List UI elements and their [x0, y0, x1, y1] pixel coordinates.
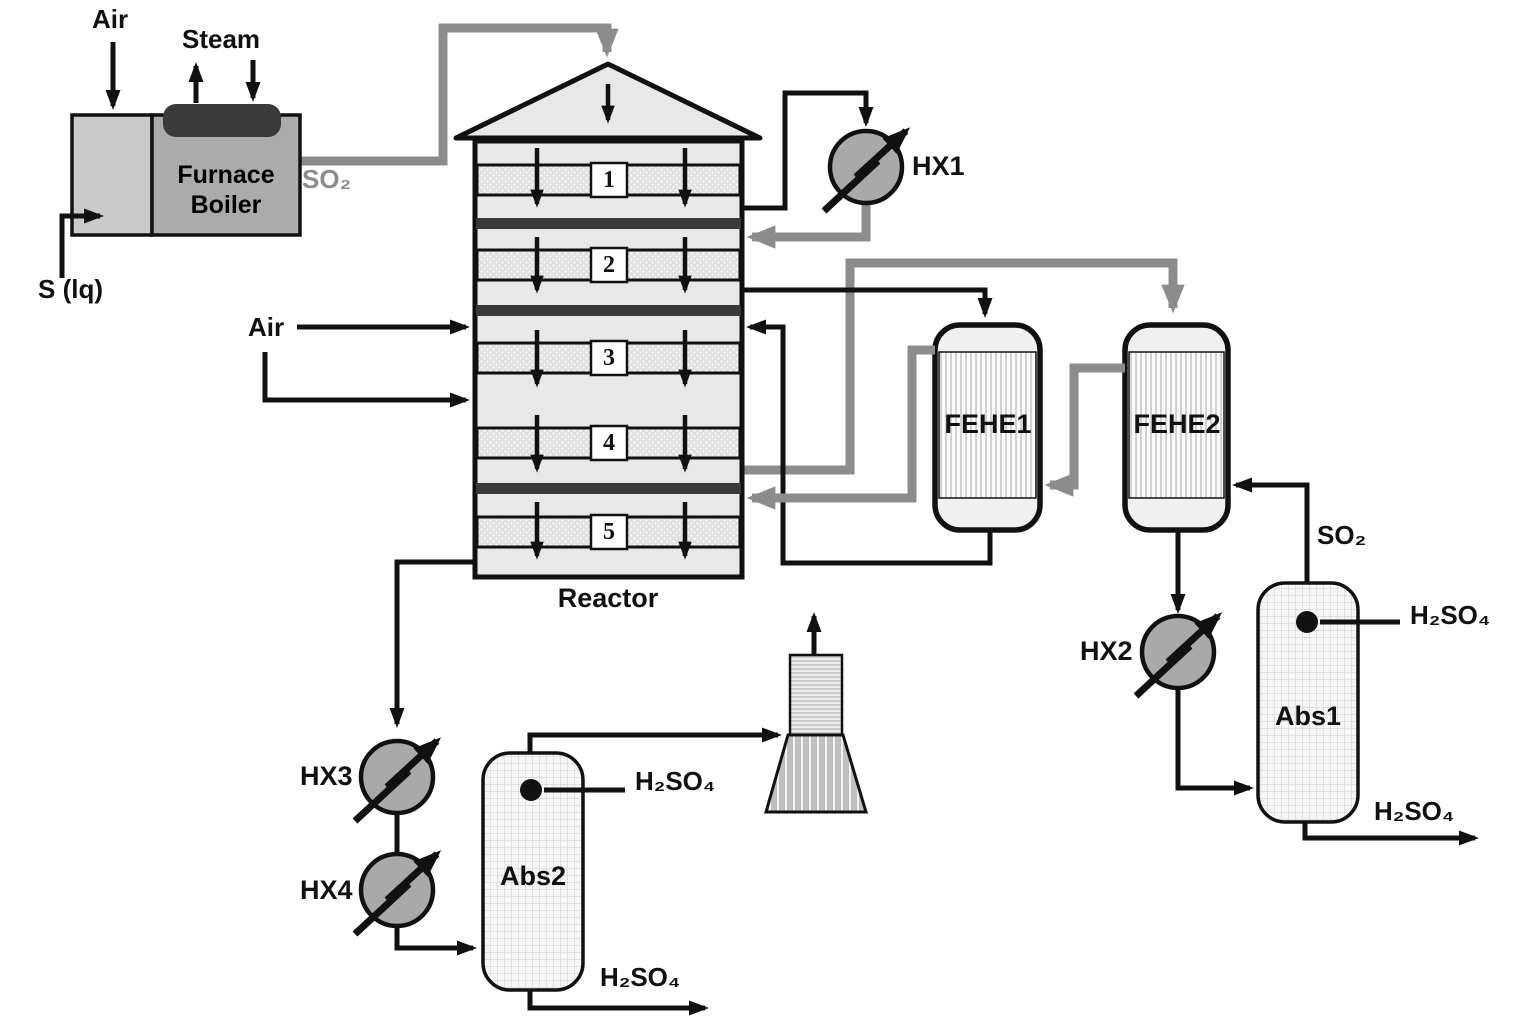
stack-base [764, 733, 869, 814]
pipe-h2so4-out-abs1 [1302, 822, 1479, 846]
pipe-abs2-to-stack [527, 727, 782, 753]
pipe-abs1-to-fehe2-so2 [1232, 477, 1310, 583]
abs2-label: Abs2 [499, 861, 567, 891]
hx4-label: HX4 [300, 875, 353, 905]
pipe-fehe1-to-bed5 [746, 345, 935, 510]
pipe-air-to-bed4 [262, 352, 470, 408]
bed-5-number: 5 [603, 518, 615, 545]
pipe-hx1-to-bed2 [746, 203, 871, 249]
sulfur-feed-label: S (lq) [38, 274, 103, 304]
so2-recycle-label: SO₂ [1317, 520, 1367, 550]
stage-separators [476, 218, 741, 494]
pipe-hx4-to-abs2 [394, 924, 477, 956]
reactor-flow-arrows [530, 84, 692, 560]
hx1-exchanger-icon [824, 131, 906, 211]
hx3-label: HX3 [300, 761, 353, 791]
h2so4-abs1-in-label: H₂SO₄ [1410, 600, 1491, 630]
hx4-exchanger-icon [355, 854, 437, 934]
fehe2-tube-bundle [1128, 351, 1225, 499]
furnace-label-line2: Boiler [190, 191, 262, 219]
abs2-vessel [481, 751, 585, 992]
bed-2-number: 2 [603, 251, 615, 278]
pipe-bed2-to-fehe1 [742, 287, 993, 318]
abs1-label: Abs1 [1274, 701, 1342, 731]
fehe2-label: FEHE2 [1133, 409, 1221, 439]
abs2-acid-inlet-port [520, 779, 542, 801]
hx2-exchanger-icon [1136, 616, 1218, 696]
h2so4-abs1-out-label: H₂SO₄ [1374, 796, 1455, 826]
h2so4-abs2-in-label: H₂SO₄ [635, 766, 716, 796]
furnace-label-line1: Furnace [177, 161, 275, 189]
hx3-exchanger-icon [355, 741, 437, 821]
steam-drum [163, 104, 281, 137]
pipe-so2-furnace-to-reactor [290, 23, 619, 166]
air-furnace-label: Air [92, 4, 129, 34]
hx2-label: HX2 [1080, 636, 1133, 666]
pipe-fehe1-to-bed3 [746, 319, 993, 566]
bed-1-number: 1 [603, 166, 615, 193]
hx1-label: HX1 [912, 151, 965, 181]
furnace-boiler-label: Furnace Boiler [152, 160, 300, 220]
fehe1-label: FEHE1 [944, 409, 1032, 439]
so2-furnace-label: SO₂ [302, 164, 352, 194]
bed-number-boxes [589, 161, 629, 551]
pipe-reactor-to-hx3 [389, 559, 475, 728]
pipe-reactor-to-fehe2 [742, 258, 1185, 475]
steam-label: Steam [182, 24, 261, 54]
air-reactor-label: Air [248, 312, 285, 342]
pipe-h2so4-out-abs2 [527, 990, 709, 1016]
bed-3-number: 3 [603, 344, 615, 371]
bed-4-number: 4 [603, 429, 615, 456]
pipe-sulfur-feed [59, 208, 104, 278]
fehe1-tube-bundle [938, 351, 1037, 499]
pipe-fehe2-to-fehe1 [1044, 363, 1125, 497]
pipe-bed1-to-hx1 [742, 90, 874, 211]
pipe-hx2-to-abs1 [1175, 687, 1254, 796]
reactor-label: Reactor [557, 583, 659, 613]
abs1-acid-inlet-port [1296, 611, 1318, 633]
stack-chimney [788, 653, 844, 737]
h2so4-abs2-out-label: H₂SO₄ [600, 962, 681, 992]
